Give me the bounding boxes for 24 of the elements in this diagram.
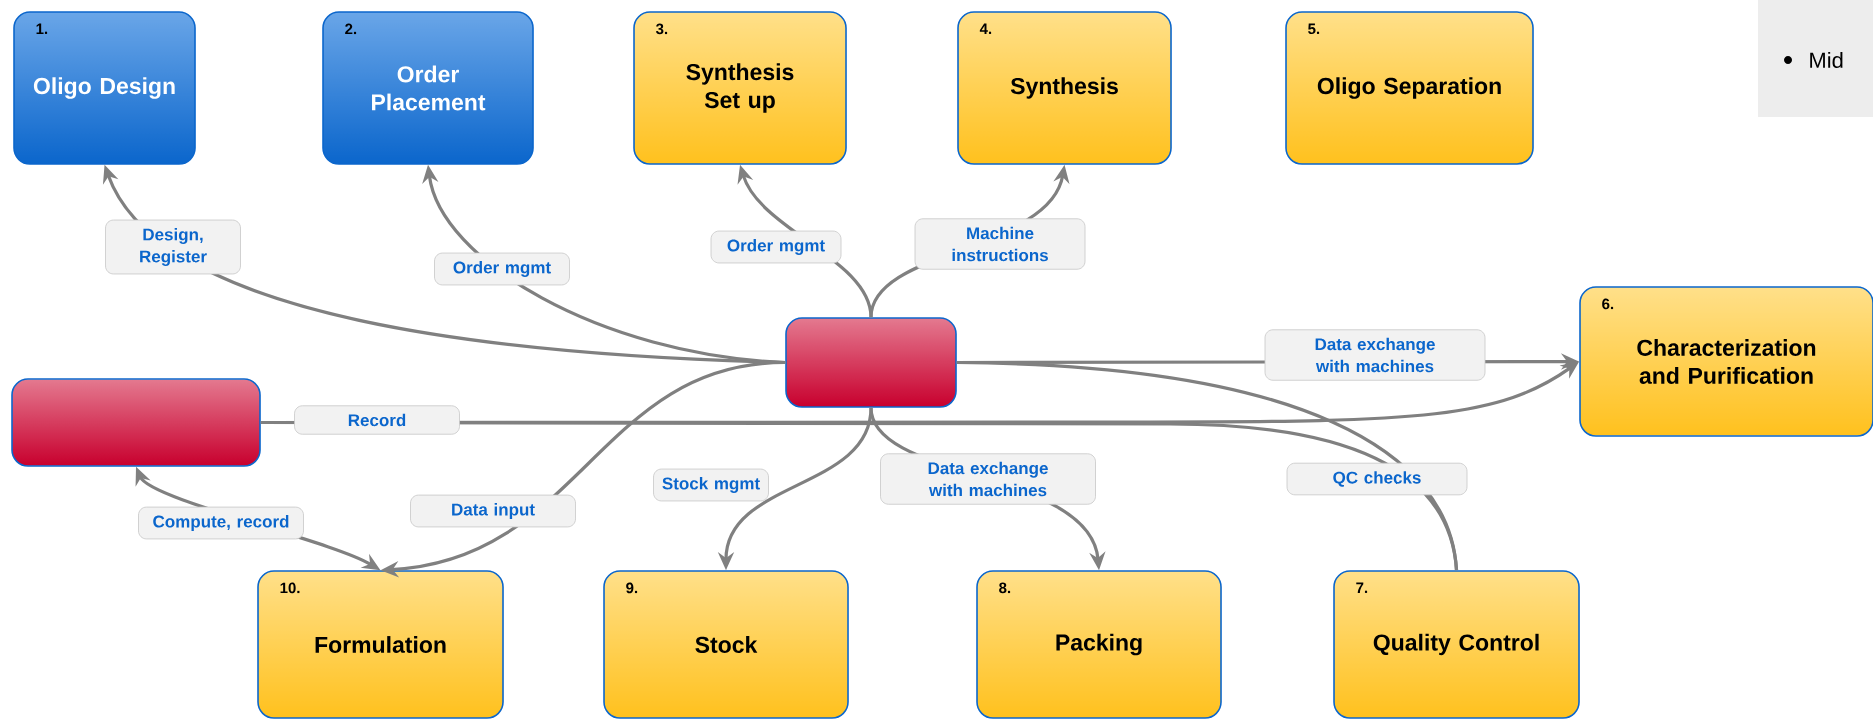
edge-label: Design, Register xyxy=(105,219,241,275)
edge-label: Data exchange with machines xyxy=(880,453,1096,505)
step-box: Stock 9. xyxy=(603,570,849,719)
edge-label: Compute, record xyxy=(138,506,304,540)
edge-label: Machine instructions xyxy=(914,218,1086,270)
bullet-text: Mid xyxy=(1810,51,1843,69)
edge-label: Data exchange with machines xyxy=(1264,329,1486,381)
step-box: Packing 8. xyxy=(976,570,1222,719)
system-box xyxy=(785,317,957,408)
edge-label: Data input xyxy=(410,494,576,528)
step-box: Oligo Separation 5. xyxy=(1285,11,1534,165)
step-box: Formulation 10. xyxy=(257,570,504,719)
edge-label: Order mgmt xyxy=(434,252,570,286)
step-box: Quality Control 7. xyxy=(1333,570,1580,719)
step-box: Characterization and Purification 6. xyxy=(1579,286,1873,437)
step-box: Synthesis 4. xyxy=(957,11,1172,165)
edge-label: Record xyxy=(294,405,460,435)
step-box: Oligo Design 1. xyxy=(13,11,196,165)
edge-label: Stock mgmt xyxy=(653,468,769,502)
step-box: Synthesis Set up 3. xyxy=(633,11,847,165)
edge-label: Order mgmt xyxy=(710,230,842,264)
edge-label: QC checks xyxy=(1286,462,1468,496)
system-box xyxy=(11,378,261,467)
step-box: Order Placement 2. xyxy=(322,11,534,165)
